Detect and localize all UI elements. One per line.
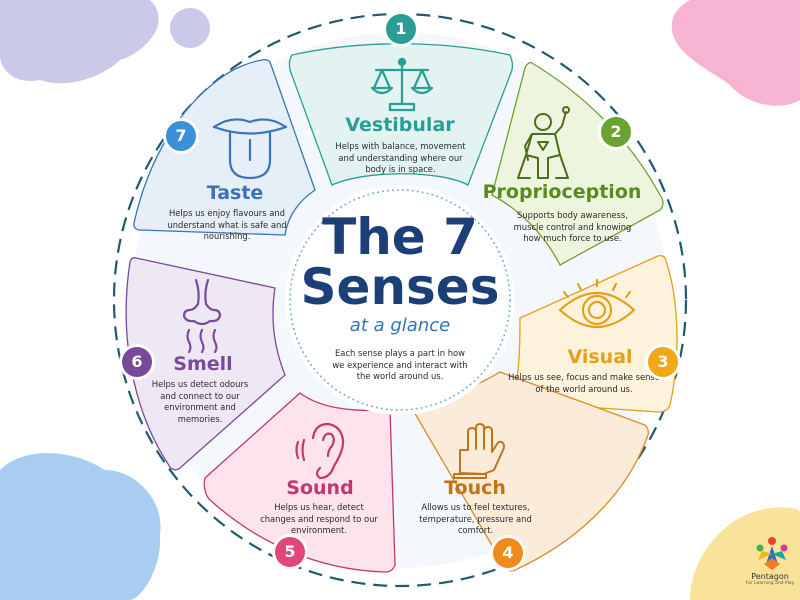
sense-description-taste: Helps us enjoy flavours and understand w…: [167, 208, 287, 242]
brand-name: Pentagon: [751, 572, 789, 581]
brand-tagline: For Learning and Play: [745, 581, 795, 586]
blob-bottom-left: [0, 453, 161, 600]
page-title-line-1: The 7: [322, 208, 478, 266]
sense-title-touch: Touch: [444, 477, 506, 499]
sense-description-sound: Helps us hear, detect changes and respon…: [260, 502, 378, 536]
sense-description-smell: Helps us detect odours and connect to ou…: [151, 379, 249, 424]
blob-bottom-right: [690, 507, 800, 600]
blob-top-right: [671, 0, 800, 106]
hand-icon: [453, 423, 505, 479]
center-description: Each sense plays a part in how we experi…: [332, 348, 468, 382]
sense-number-badge-6: 6: [122, 347, 152, 377]
balance-scale-icon: [370, 57, 434, 112]
sense-title-vestibular: Vestibular: [345, 114, 455, 136]
segment-sound[interactable]: [203, 392, 396, 573]
sense-number-badge-4: 4: [493, 538, 523, 568]
blob-top-left: [0, 0, 159, 84]
page-subtitle: at a glance: [349, 315, 451, 336]
page-title: The 7 Senses: [300, 212, 500, 312]
sense-description-touch: Allows us to feel textures, temperature,…: [419, 502, 532, 536]
sense-number-badge-5: 5: [275, 537, 305, 567]
segment-taste[interactable]: [133, 58, 316, 236]
sense-number-badge-7: 7: [166, 121, 196, 151]
sense-title-taste: Taste: [206, 182, 264, 204]
sense-title-proprioception: Proprioception: [482, 181, 642, 203]
segment-smell[interactable]: [125, 257, 286, 471]
sense-number-badge-3: 3: [648, 347, 678, 377]
brand: Pentagon For Learning and Play: [740, 572, 800, 586]
segment-vestibular[interactable]: [288, 43, 514, 186]
sense-title-sound: Sound: [286, 477, 354, 499]
sense-number-badge-1: 1: [386, 14, 416, 44]
center-dotted-ring: [289, 189, 511, 411]
ear-icon: [295, 422, 345, 480]
eye-icon: [558, 278, 636, 329]
sense-number-badge-2: 2: [601, 117, 631, 147]
segment-visual[interactable]: [511, 254, 678, 413]
blob-top-left-dot: [170, 8, 210, 48]
sense-description-visual: Helps us see, focus and make sense of th…: [508, 372, 660, 394]
page-title-line-2: Senses: [300, 258, 500, 316]
sense-title-smell: Smell: [173, 353, 233, 375]
sense-description-proprioception: Supports body awareness, muscle control …: [513, 210, 632, 244]
sense-description-vestibular: Helps with balance, movement and underst…: [335, 141, 466, 175]
superhero-icon: [517, 106, 570, 179]
center-circle: [285, 185, 515, 415]
tongue-icon: [212, 118, 288, 180]
nose-icon: [182, 278, 222, 354]
sense-title-visual: Visual: [567, 346, 633, 368]
pentagon-logo-icon: [756, 537, 788, 570]
